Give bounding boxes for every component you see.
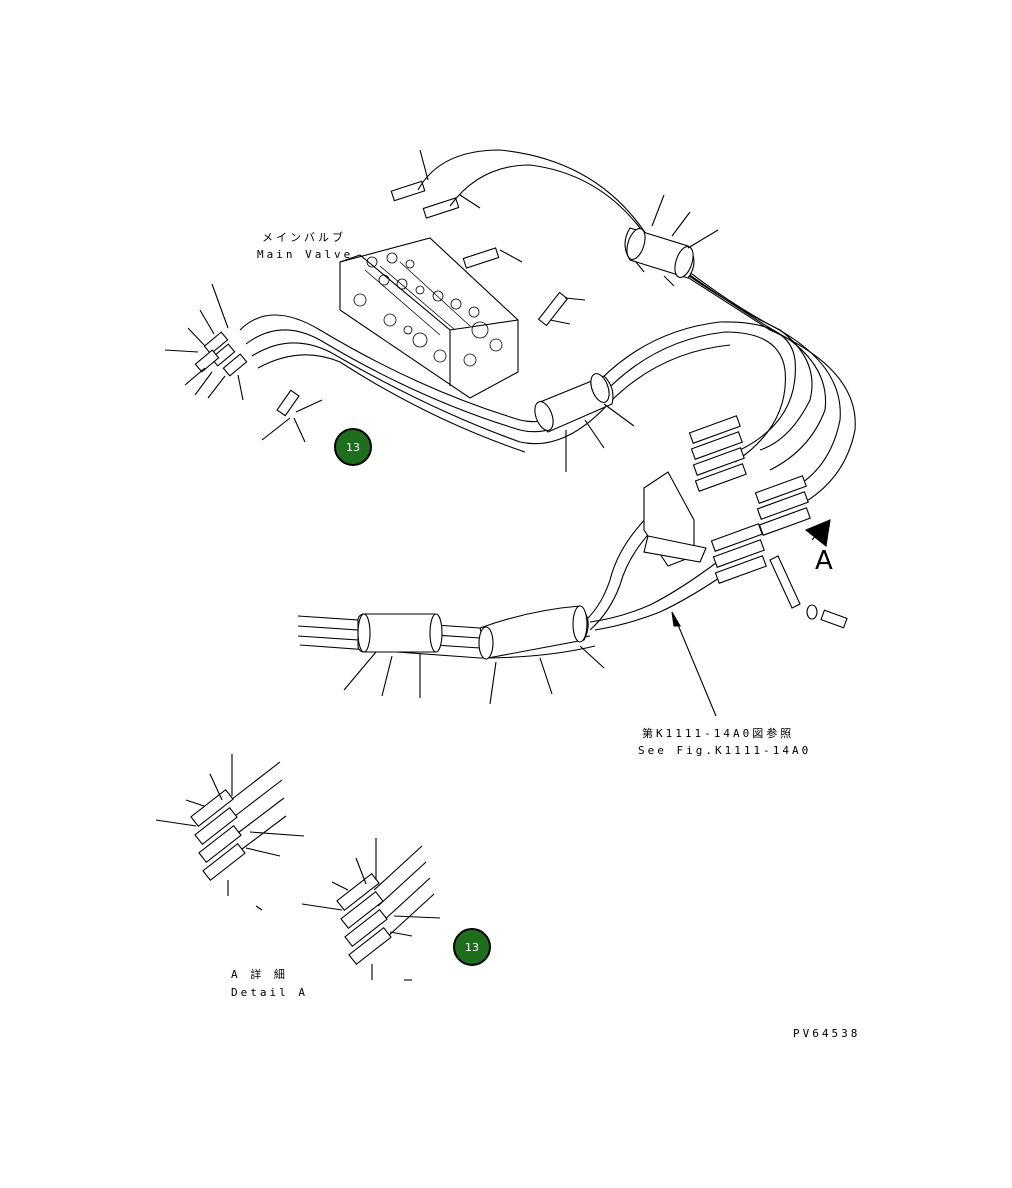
main-valve-label-en: Main Valve [257,248,354,261]
see-fig-label-en: See Fig.K1111-14A0 [638,744,812,757]
drawing-number: PV64538 [793,1027,861,1040]
detail-a-fittings [155,754,441,981]
bracket-and-fittings [643,415,848,629]
detail-a-label-en: Detail A [231,986,308,999]
callout-13-upper[interactable]: 13 [334,428,372,466]
hose-clamps [343,194,719,705]
main-valve-block [339,237,519,399]
callout-13-lower[interactable]: 13 [453,928,491,966]
hose-fittings-left [164,283,323,443]
reference-leader [671,611,717,717]
main-valve-label-jp: メインバルブ [262,231,346,244]
hose-fittings-top [390,149,586,327]
view-a-letter: A [815,546,833,576]
detail-a-label-jp: A 詳 細 [231,968,288,981]
see-fig-label-jp: 第K1111-14A0図参照 [642,727,795,740]
